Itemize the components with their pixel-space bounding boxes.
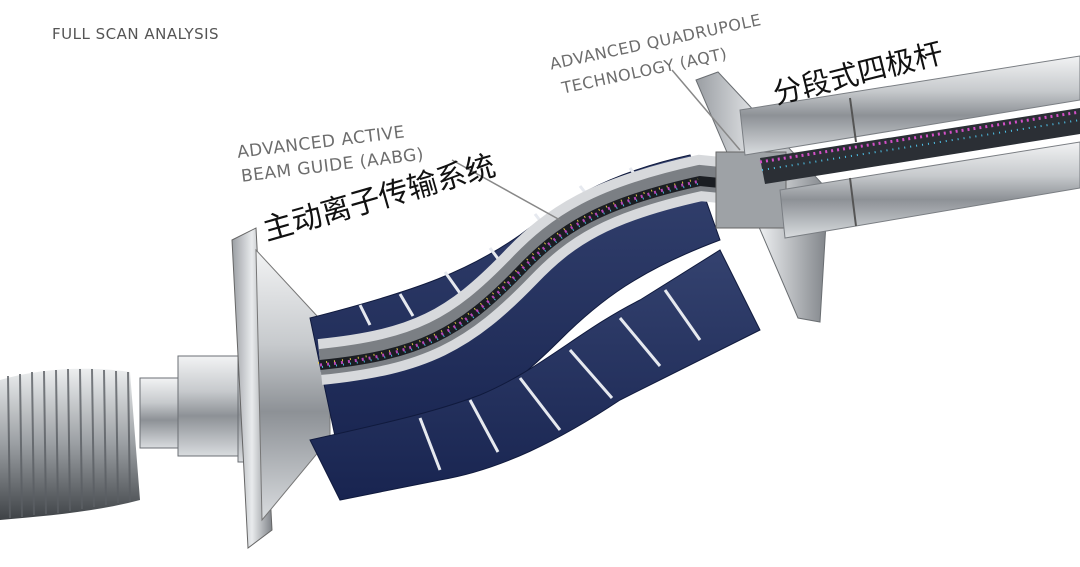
entrance-flange [232, 228, 330, 548]
header-title: FULL SCAN ANALYSIS [52, 25, 219, 43]
corrugated-hose [0, 369, 140, 520]
